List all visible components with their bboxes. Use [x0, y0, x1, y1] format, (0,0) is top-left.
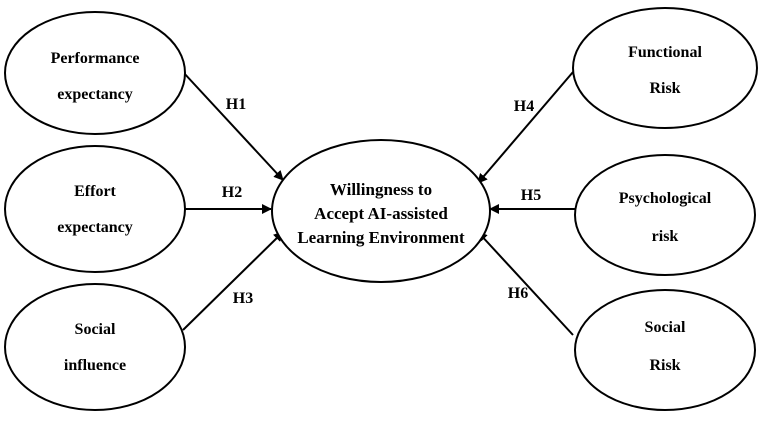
arrow-h4 [477, 71, 574, 184]
hypothesis-label-h1: H1 [226, 96, 246, 113]
node-label-line: expectancy [57, 86, 133, 103]
node-label-line: Functional [628, 44, 702, 61]
node-label-line: Effort [74, 183, 116, 200]
node-label-line: influence [64, 357, 126, 374]
node-performance-expectancy: Performance expectancy [4, 11, 186, 135]
hypothesis-label-h6: H6 [508, 285, 528, 302]
node-label-line: Risk [649, 357, 680, 374]
hypothesis-label-h3: H3 [233, 290, 253, 307]
node-label-line: Social [75, 321, 116, 338]
node-label-line: expectancy [57, 219, 133, 236]
node-label-line: Risk [649, 80, 680, 97]
node-label-line: Social [645, 319, 686, 336]
center-label-line: Willingness to [330, 180, 432, 199]
arrow-h6 [477, 231, 574, 336]
node-label-line: Psychological [619, 190, 712, 207]
node-label-line: risk [652, 228, 679, 245]
arrow-h3 [182, 231, 284, 331]
hypothesis-label-h2: H2 [222, 184, 242, 201]
node-social-risk: Social Risk [574, 289, 756, 411]
node-label-line: Performance [51, 50, 140, 67]
arrow-h1 [182, 71, 284, 181]
hypothesis-label-h4: H4 [514, 98, 534, 115]
center-label-line: Accept AI-assisted [314, 204, 448, 223]
node-psychological-risk: Psychological risk [574, 154, 756, 276]
node-effort-expectancy: Effort expectancy [4, 145, 186, 273]
hypothesis-label-h5: H5 [521, 187, 541, 204]
node-willingness-to-accept: Willingness to Accept AI-assisted Learni… [271, 139, 491, 283]
node-social-influence: Social influence [4, 283, 186, 411]
node-functional-risk: Functional Risk [572, 7, 758, 129]
center-label-line: Learning Environment [297, 228, 465, 247]
